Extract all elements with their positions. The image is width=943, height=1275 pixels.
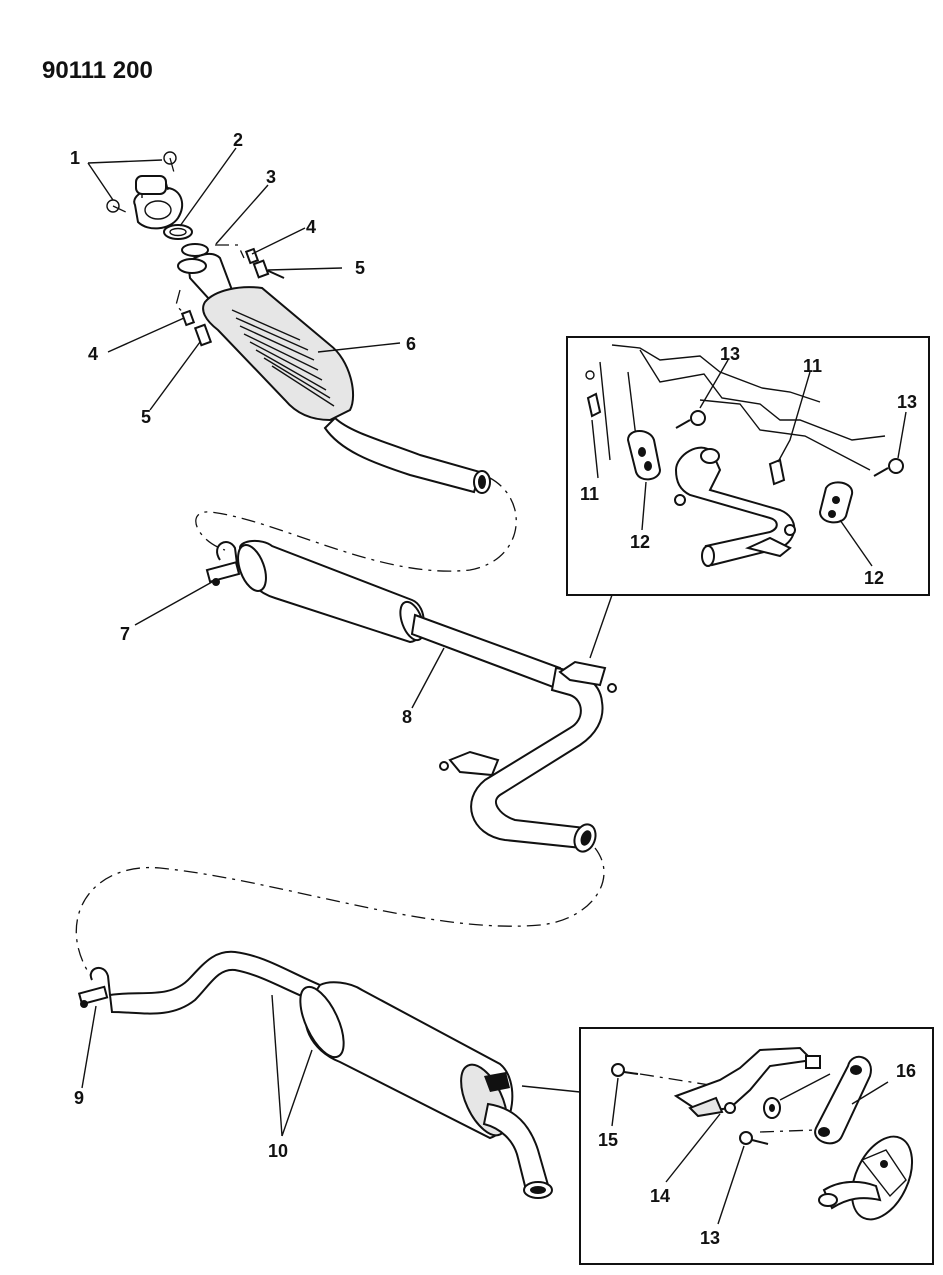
callout-3: 3: [266, 167, 276, 187]
callout-11-inset-a-right: 11: [803, 356, 822, 376]
catalytic-converter: [177, 252, 491, 494]
seal-ring: [181, 243, 209, 257]
intermediate-pipe: [439, 660, 617, 853]
inset-box-lower: [579, 1027, 934, 1265]
callout-5-lower: 5: [141, 407, 151, 427]
inset-tail-hanger-detail: [579, 1027, 934, 1265]
manifold-flange-group: [106, 151, 245, 319]
callout-11-inset-a-left: 11: [580, 484, 599, 504]
routing-line-upper: [195, 477, 517, 572]
resonator: [237, 540, 562, 690]
callout-4-lower: 4: [88, 344, 98, 364]
callout-labels: 1 2 3 4 5 4 5 6 7 8 9 10 13 11 13 11 12 …: [70, 130, 917, 1248]
clamp-9: [77, 966, 111, 1008]
callout-13-inset-b: 13: [700, 1228, 720, 1248]
callout-2: 2: [233, 130, 243, 150]
callout-5-upper: 5: [355, 258, 365, 278]
callout-14: 14: [650, 1186, 670, 1206]
callout-9: 9: [74, 1088, 84, 1108]
callout-13-inset-a-right: 13: [897, 392, 917, 412]
fasteners-upper: [180, 247, 285, 347]
leaders-middle: [134, 581, 613, 709]
callout-1: 1: [70, 148, 80, 168]
callout-8: 8: [402, 707, 412, 727]
muffler-tailpipe: [108, 950, 553, 1199]
routing-line-lower: [75, 847, 605, 976]
gasket: [163, 224, 193, 240]
inset-box-upper: [566, 336, 930, 596]
nut-1-upper: [163, 151, 177, 165]
callout-10: 10: [268, 1141, 288, 1161]
callout-16: 16: [896, 1061, 916, 1081]
callout-12-inset-a-left: 12: [630, 532, 650, 552]
callout-6: 6: [406, 334, 416, 354]
inset-hangers-detail: [566, 336, 930, 596]
leaders-upper: [87, 147, 401, 411]
document-id: 90111 200: [42, 57, 153, 84]
callout-4-upper: 4: [306, 217, 316, 237]
callout-7: 7: [120, 624, 130, 644]
leaders-lower: [81, 994, 581, 1137]
callout-15: 15: [598, 1130, 618, 1150]
clamp-7: [205, 541, 241, 586]
callout-12-inset-a-right: 12: [864, 568, 884, 588]
callout-13-inset-a-left: 13: [720, 344, 740, 364]
